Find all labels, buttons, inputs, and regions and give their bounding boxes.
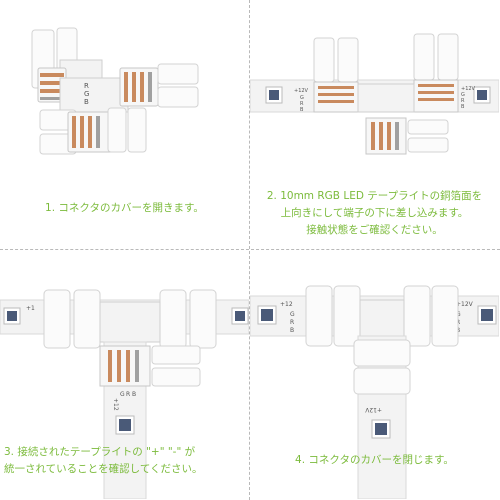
step-2-caption: 2. 10mm RGB LED テープライトの銅箔面を 上向きにして端子の下に差… — [250, 188, 499, 239]
right-lid — [157, 63, 199, 108]
step-4-caption: 4. コネクタのカバーを閉じます。 — [250, 452, 499, 469]
pcb-label: +12 — [280, 301, 293, 308]
step-3-caption: 3. 接続されたテープライトの "+" "-" が 統一されていることを確認して… — [4, 444, 245, 478]
pin — [318, 100, 354, 103]
led-chip — [375, 423, 387, 435]
step-3-panel: +1 +12 G R B 3. 接続されたテープライトの "+" "-" が 統… — [0, 250, 249, 499]
pcb-label: +12V — [461, 86, 476, 92]
closed-connector — [305, 285, 333, 347]
pcb-arm-horizontal — [59, 77, 129, 113]
pin — [379, 122, 383, 150]
bottom-lid — [151, 345, 201, 365]
pcb-label: G — [120, 391, 125, 398]
pcb-label: B — [84, 98, 89, 106]
bottom-lid — [407, 137, 449, 153]
right-lid — [413, 33, 435, 81]
led-chip — [261, 309, 273, 321]
pin — [395, 122, 399, 150]
pin — [418, 84, 454, 87]
pcb-label: +12V — [456, 301, 474, 308]
bottom-lid — [151, 367, 201, 387]
led-chip — [7, 311, 17, 321]
pin — [318, 93, 354, 96]
pin — [135, 350, 139, 382]
pin — [117, 350, 121, 382]
pcb-label: G — [300, 95, 304, 101]
closed-connector — [431, 285, 459, 347]
closed-connector — [353, 367, 411, 395]
horizontal-contacts — [119, 67, 159, 107]
pcb-label: +12V — [364, 406, 382, 413]
step-4-panel: +12 G R B +12V G R B +12V 4. コネクタのカバーを閉じ… — [250, 250, 499, 499]
pcb-label: R — [461, 98, 465, 104]
pcb-label: +12V — [294, 88, 309, 94]
pcb-label: G — [290, 311, 295, 318]
pcb-label: R — [126, 391, 130, 398]
t-board — [357, 83, 415, 113]
pcb-label: B — [132, 391, 136, 398]
right-lid — [437, 33, 459, 81]
closed-connector — [159, 289, 187, 349]
led-chip — [481, 309, 493, 321]
t-board — [359, 299, 405, 337]
t-board — [99, 301, 161, 343]
caption-line: 3. 接続されたテープライトの "+" "-" が — [4, 446, 196, 458]
closed-connector — [353, 339, 411, 367]
closed-connector — [189, 289, 217, 349]
led-chip — [235, 311, 245, 321]
step-1-panel: R G B 1. コネクタのカバーを開きます。 — [0, 0, 249, 249]
t-connector-insert-photo: +12V G R B +12V G R B — [250, 33, 499, 155]
left-lid — [313, 37, 335, 83]
pin — [387, 122, 391, 150]
pin — [126, 350, 130, 382]
closed-connector — [333, 285, 361, 347]
pcb-label: R — [84, 82, 89, 90]
left-lid — [337, 37, 359, 83]
pcb-label: G — [84, 90, 89, 98]
pcb-label: R — [290, 319, 294, 326]
pcb-label: B — [461, 104, 465, 110]
caption-line: 統一されていることを確認してください。 — [4, 463, 203, 475]
bottom-lid — [407, 119, 449, 135]
caption-line: 1. コネクタのカバーを開きます。 — [45, 202, 204, 214]
led-chip — [477, 90, 487, 100]
pcb-label: G — [461, 92, 465, 98]
closed-connector — [73, 289, 101, 349]
caption-line: 2. 10mm RGB LED テープライトの銅箔面を — [266, 190, 483, 202]
pcb-label: R — [300, 101, 304, 107]
bottom-contacts — [99, 345, 151, 387]
pcb-label: +12 — [112, 398, 119, 411]
led-chip — [119, 419, 131, 431]
pin — [418, 98, 454, 101]
closed-connector — [43, 289, 71, 349]
pcb-label: B — [290, 327, 294, 334]
pin — [371, 122, 375, 150]
t-connector-open-photo: R G B — [31, 27, 199, 155]
led-chip — [269, 90, 279, 100]
pcb-label: +1 — [26, 305, 35, 312]
caption-line: 上向きにして端子の下に差し込みます。 — [280, 207, 469, 219]
t-connector-closed-photo: +12 G R B +12V G R B +12V — [250, 285, 499, 499]
pin — [318, 86, 354, 89]
closed-connector — [403, 285, 431, 347]
step-1-caption: 1. コネクタのカバーを開きます。 — [0, 200, 249, 217]
pcb-label: B — [300, 107, 304, 113]
vertical-contacts — [37, 67, 67, 103]
vertical-divider — [249, 0, 250, 500]
pin — [418, 91, 454, 94]
horizontal-divider — [0, 249, 500, 250]
bottom-lid — [39, 107, 147, 155]
t-connector-aligned-photo: +1 +12 G R B — [0, 289, 249, 499]
pin — [108, 350, 112, 382]
step-2-panel: +12V G R B +12V G R B 2. 10mm RGB LED テー… — [250, 0, 499, 249]
caption-line: 4. コネクタのカバーを閉じます。 — [295, 454, 454, 466]
caption-line: 接触状態をご確認ください。 — [306, 224, 443, 236]
